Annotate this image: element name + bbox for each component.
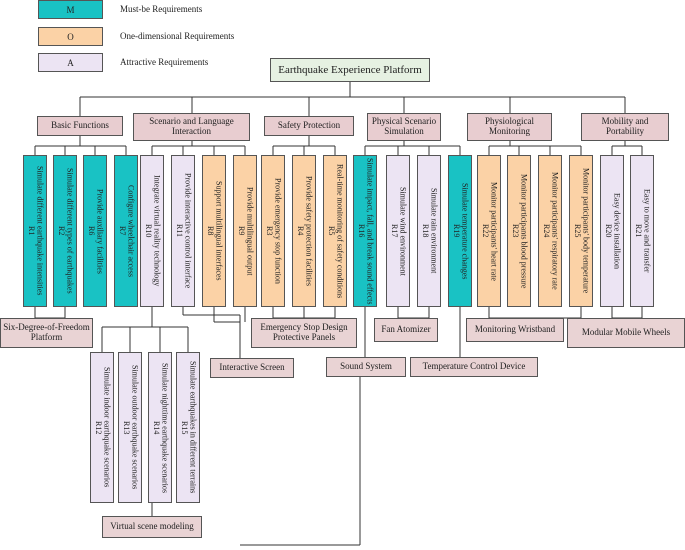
resource-monitoring-wristband: Monitoring Wristband: [466, 318, 564, 342]
resource-emergency-stop: Emergency Stop Design Protective Panels: [251, 318, 357, 348]
legend-swatch-must-be: M: [38, 0, 103, 19]
resource-interactive-screen: Interactive Screen: [210, 358, 294, 378]
legend-label-must-be: Must-be Requirements: [120, 4, 203, 14]
category-physical-simulation: Physical Scenario Simulation: [367, 113, 441, 141]
resource-six-dof-platform: Six-Degree-of-Freedom Platform: [0, 318, 93, 348]
legend-label-attractive: Attractive Requirements: [120, 57, 209, 67]
resource-fan-atomizer: Fan Atomizer: [374, 318, 438, 342]
resource-sound-system: Sound System: [326, 357, 406, 377]
category-safety-protection: Safety Protection: [264, 116, 354, 136]
resource-modular-wheels: Modular Mobile Wheels: [567, 318, 685, 348]
category-scenario-language: Scenario and Language Interaction: [133, 113, 250, 141]
resource-temperature-control: Temperature Control Device: [410, 357, 538, 377]
category-physiological-monitoring: Physiological Monitoring: [467, 113, 552, 141]
legend-swatch-attractive: A: [38, 53, 103, 72]
category-basic-functions: Basic Functions: [37, 116, 123, 136]
category-mobility-portability: Mobility and Portability: [581, 113, 669, 141]
legend-label-one-dimensional: One-dimensional Requirements: [120, 31, 235, 41]
legend-swatch-one-dimensional: O: [38, 27, 103, 46]
resource-virtual-scene-modeling: Virtual scene modeling: [102, 516, 202, 538]
root-node: Earthquake Experience Platform: [270, 58, 430, 82]
